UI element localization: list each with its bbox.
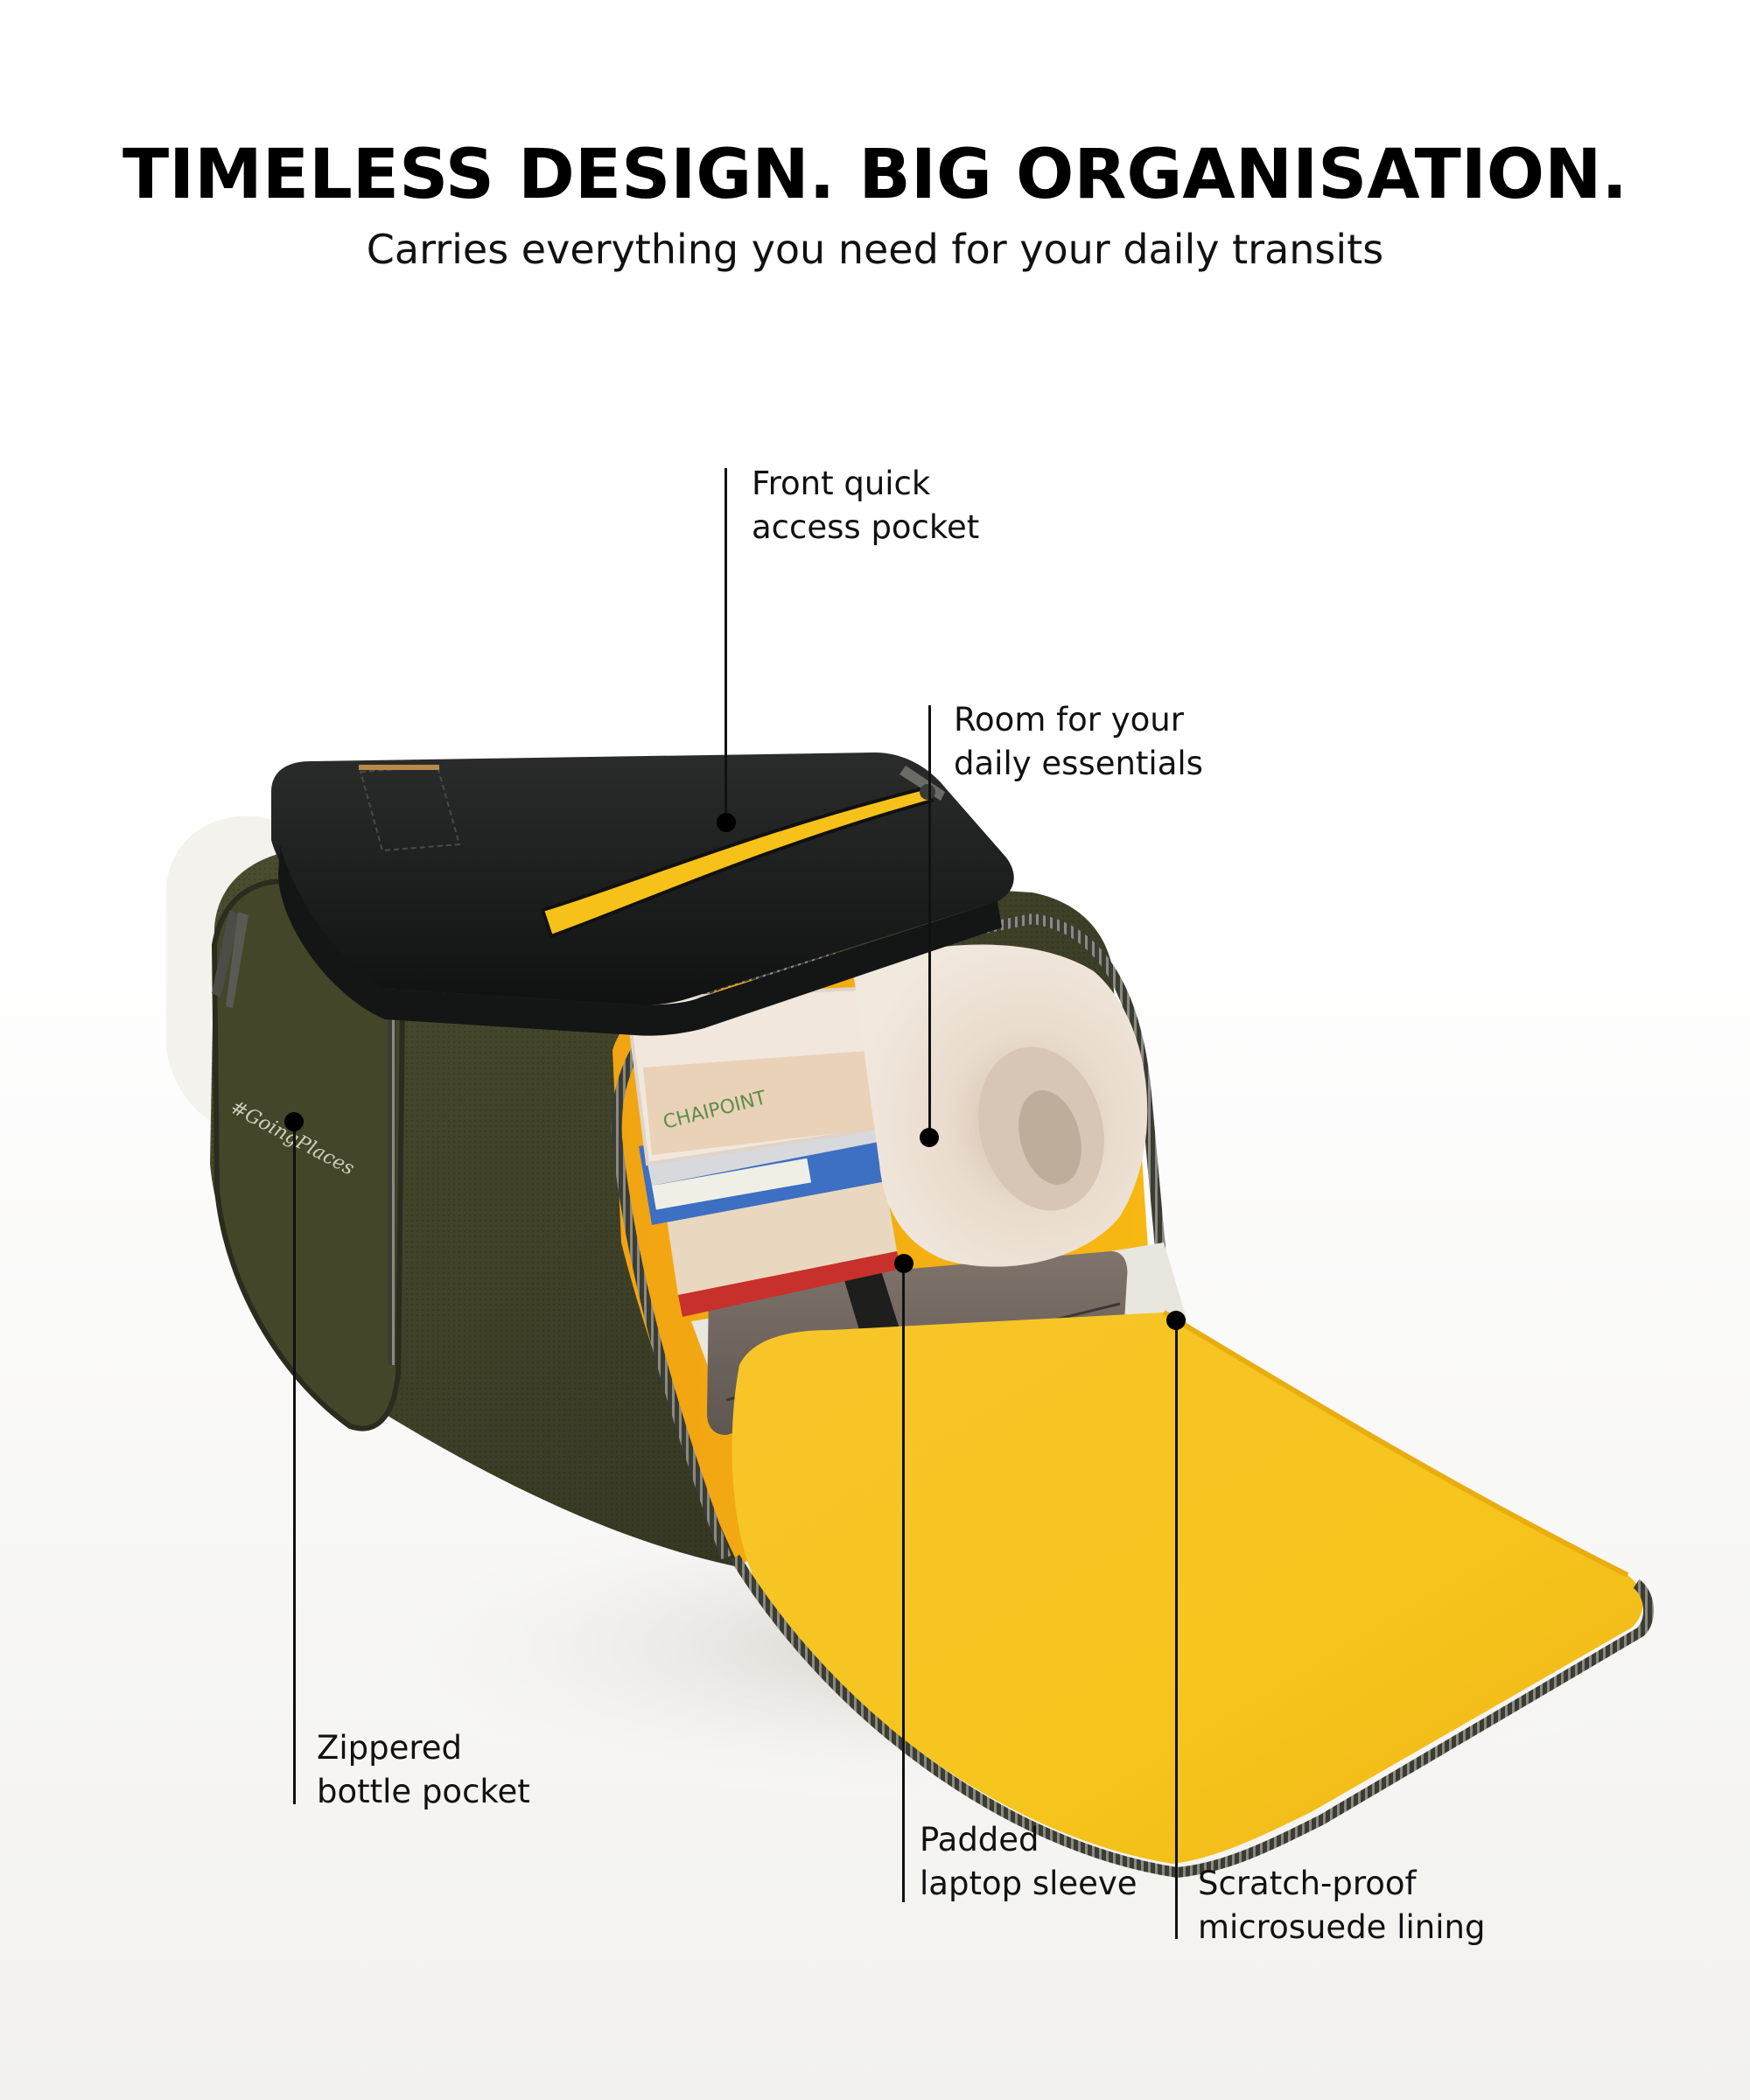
callout-label-front-pocket: Front quick access pocket [752, 462, 979, 550]
callout-label-line: Padded [920, 1821, 1040, 1858]
callout-line-laptop-sleeve [902, 1264, 905, 1902]
callout-dot-microsuede-lining [1166, 1311, 1186, 1330]
front-pocket-zipper [540, 785, 934, 939]
callout-dot-daily-essentials [920, 1128, 939, 1147]
callout-label-line: bottle pocket [317, 1773, 530, 1810]
callout-line-front-pocket [724, 468, 727, 822]
page-subtitle: Carries everything you need for your dai… [366, 226, 1384, 273]
bottle-pocket [211, 878, 406, 1432]
callout-label-line: Front quick [752, 465, 931, 502]
callout-line-daily-essentials [928, 705, 931, 1138]
callout-label-line: microsuede lining [1198, 1908, 1486, 1946]
callout-label-line: Zippered [317, 1729, 463, 1767]
open-flap [732, 1312, 1643, 1864]
callout-dot-laptop-sleeve [894, 1254, 914, 1273]
callout-line-microsuede-lining [1175, 1320, 1178, 1939]
callout-label-line: Room for your [954, 701, 1184, 738]
callout-label-line: laptop sleeve [920, 1865, 1138, 1902]
callout-label-bottle-pocket: Zippered bottle pocket [317, 1726, 530, 1814]
page-headline: TIMELESS DESIGN. BIG ORGANISATION. [122, 136, 1628, 214]
book-label [652, 1158, 812, 1210]
callout-label-daily-essentials: Room for your daily essentials [954, 698, 1203, 786]
leather-tab [359, 765, 461, 852]
callout-dot-bottle-pocket [284, 1112, 304, 1131]
callout-label-microsuede-lining: Scratch-proof microsuede lining [1198, 1862, 1485, 1950]
zipper-pull-icon [212, 910, 241, 998]
callout-label-laptop-sleeve: Padded laptop sleeve [920, 1818, 1138, 1906]
callout-dot-front-pocket [717, 813, 736, 832]
callout-line-bottle-pocket [293, 1122, 296, 1804]
callout-label-line: access pocket [752, 508, 980, 546]
callout-label-line: daily essentials [954, 745, 1203, 782]
callout-label-line: Scratch-proof [1198, 1865, 1417, 1902]
